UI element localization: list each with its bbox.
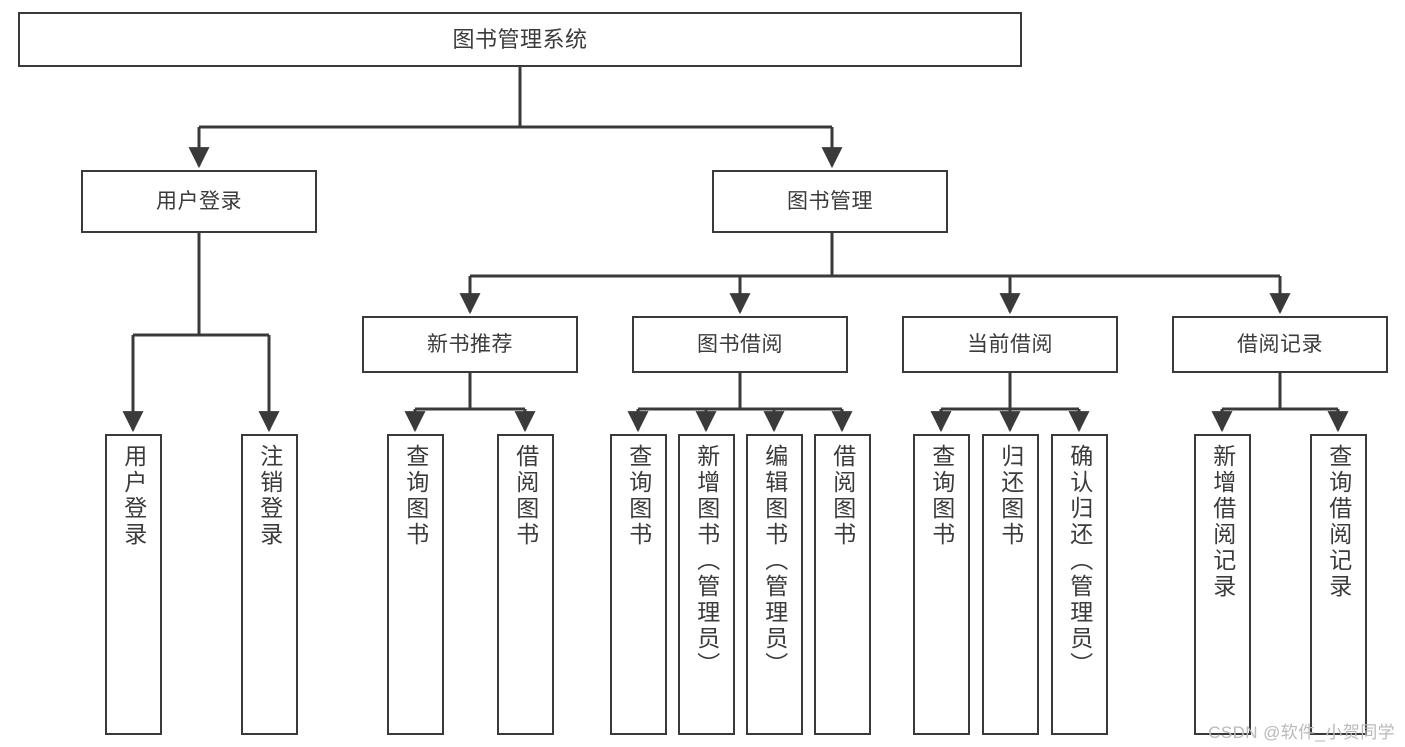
node-label: 编辑图书（管理员） <box>761 444 788 678</box>
leaf-borrow-book-borrow[interactable]: 借阅图书 <box>814 434 871 735</box>
leaf-query-book-borrow[interactable]: 查询图书 <box>610 434 667 735</box>
leaf-add-borrow-record[interactable]: 新增借阅记录 <box>1194 434 1251 735</box>
node-label: 借阅图书 <box>829 444 856 548</box>
node-label: 用户登录 <box>156 190 242 213</box>
leaf-query-borrow-record[interactable]: 查询借阅记录 <box>1310 434 1367 735</box>
leaf-query-book-recommend[interactable]: 查询图书 <box>387 434 444 735</box>
leaf-return-book[interactable]: 归还图书 <box>982 434 1039 735</box>
node-label: 查询图书 <box>402 444 429 548</box>
node-label: 查询图书 <box>625 444 652 548</box>
node-label: 图书管理系统 <box>452 26 588 52</box>
node-label: 归还图书 <box>997 444 1024 548</box>
leaf-add-book-admin[interactable]: 新增图书（管理员） <box>678 434 735 735</box>
node-label: 图书借阅 <box>697 333 783 356</box>
node-borrow-record[interactable]: 借阅记录 <box>1172 316 1388 373</box>
node-label: 确认归还（管理员） <box>1066 444 1093 678</box>
leaf-borrow-book-recommend[interactable]: 借阅图书 <box>497 434 554 735</box>
leaf-edit-book-admin[interactable]: 编辑图书（管理员） <box>746 434 803 735</box>
node-label: 借阅图书 <box>512 444 539 548</box>
node-label: 用户登录 <box>120 444 147 548</box>
node-label: 当前借阅 <box>967 333 1053 356</box>
node-label: 注销登录 <box>256 444 283 548</box>
node-label: 查询借阅记录 <box>1325 444 1352 600</box>
leaf-query-book-current[interactable]: 查询图书 <box>913 434 970 735</box>
watermark: CSDN @软件_小贺同学 <box>1208 723 1395 742</box>
node-root-book-management-system[interactable]: 图书管理系统 <box>18 12 1022 67</box>
node-label: 新增借阅记录 <box>1209 444 1236 600</box>
node-new-book-recommend[interactable]: 新书推荐 <box>362 316 578 373</box>
node-book-management[interactable]: 图书管理 <box>712 170 948 233</box>
node-label: 借阅记录 <box>1237 333 1323 356</box>
leaf-logout-login[interactable]: 注销登录 <box>241 434 298 735</box>
node-book-borrow[interactable]: 图书借阅 <box>632 316 848 373</box>
node-label: 查询图书 <box>928 444 955 548</box>
node-label: 新书推荐 <box>427 333 513 356</box>
node-user-login[interactable]: 用户登录 <box>81 170 317 233</box>
node-current-borrow[interactable]: 当前借阅 <box>902 316 1118 373</box>
leaf-confirm-return-admin[interactable]: 确认归还（管理员） <box>1051 434 1108 735</box>
leaf-user-login[interactable]: 用户登录 <box>105 434 162 735</box>
node-label: 图书管理 <box>787 190 873 213</box>
node-label: 新增图书（管理员） <box>693 444 720 678</box>
